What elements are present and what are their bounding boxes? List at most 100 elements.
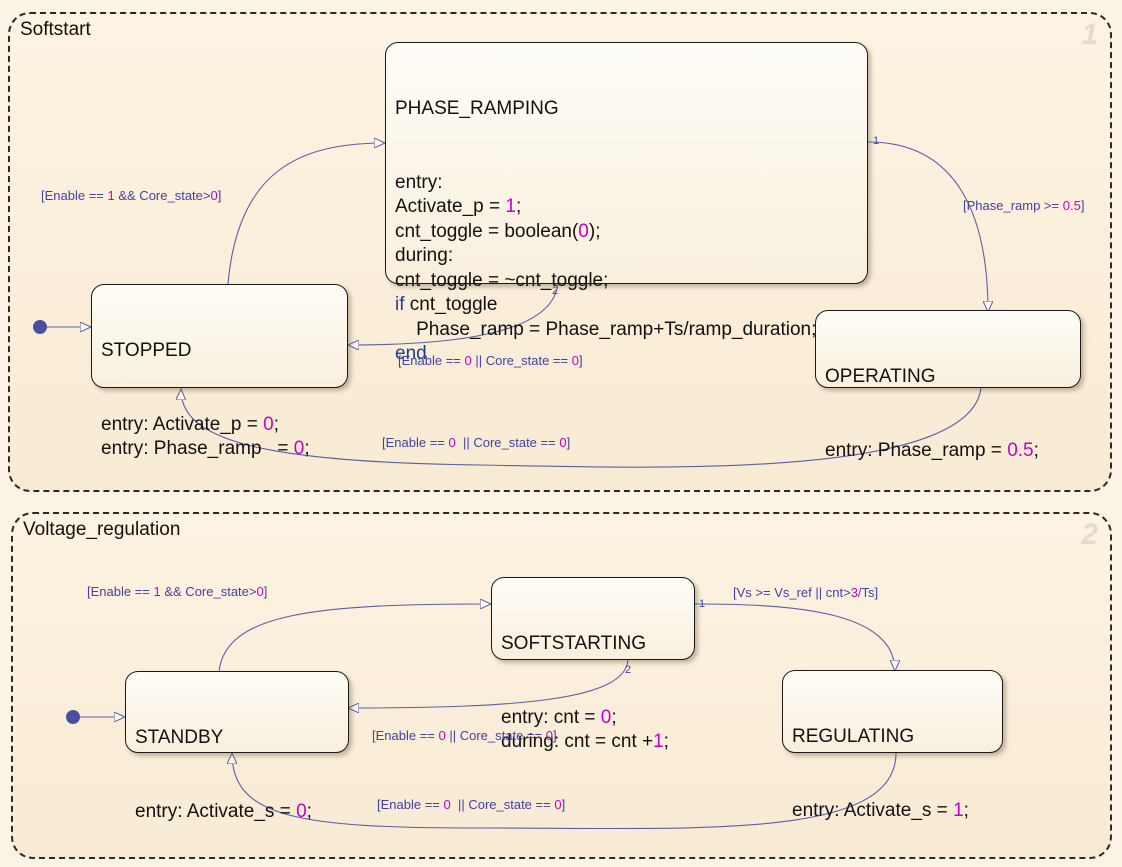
code-text: ]	[566, 435, 571, 450]
transition-label[interactable]: [Enable == 0 || Core_state == 0]	[372, 728, 557, 743]
state-regulating[interactable]: REGULATING entry: Activate_s = 1;	[782, 670, 1003, 821]
action-line: entry: cnt = 0;	[501, 706, 685, 731]
wire-ramping-to-stopped	[348, 281, 559, 345]
code-text: ]	[552, 728, 557, 743]
action-line: end	[395, 342, 858, 367]
code-text: entry: Activate_s =	[135, 800, 297, 822]
code-text: ]	[217, 188, 222, 203]
code-text: ]	[263, 584, 268, 599]
code-text: && Core_state>	[114, 188, 211, 203]
action-line: entry: Activate_s = 1;	[792, 799, 993, 824]
code-text: entry: Phase_ramp =	[101, 438, 294, 459]
transition-label[interactable]: [Vs >= Vs_ref || cnt>3/Ts]	[733, 585, 878, 600]
state-actions: entry: Activate_p = 0;entry: Phase_ramp …	[101, 413, 338, 462]
action-line: entry: Phase_ramp = 0.5;	[825, 439, 1071, 464]
wire-operating-to-stopped	[181, 388, 982, 468]
code-text: [Enable ==	[398, 353, 465, 368]
transition-label[interactable]: [Enable == 0 || Core_state == 0]	[382, 435, 570, 450]
code-text: entry: Activate_s =	[792, 799, 954, 821]
code-text: || Core_state ==	[445, 728, 546, 743]
state-name: STANDBY	[135, 727, 224, 748]
transition-label[interactable]: [Enable == 0 || Core_state == 0]	[377, 797, 565, 812]
state-name: STOPPED	[101, 340, 192, 361]
code-text: ;	[515, 196, 522, 217]
code-text: ;	[611, 706, 617, 728]
code-text: || Core_state ==	[455, 435, 560, 450]
wire-regulating-to-standby	[232, 753, 897, 830]
state-actions: entry: Phase_ramp = 0.5;	[825, 439, 1071, 464]
code-text: entry: cnt =	[501, 706, 601, 728]
numeric-literal: 0	[438, 728, 446, 743]
code-text: [Enable ==	[382, 435, 449, 450]
action-line: entry:	[395, 171, 858, 196]
action-line: Phase_ramp = Phase_ramp+Ts/ramp_duration…	[395, 318, 858, 343]
code-text: entry: Phase_ramp =	[825, 439, 1008, 461]
transition-priority: 2	[552, 285, 559, 297]
numeric-literal: 0	[464, 353, 472, 368]
transition-label[interactable]: [Enable == 0 || Core_state == 0]	[398, 353, 583, 368]
numeric-literal: 0	[545, 728, 553, 743]
state-actions: entry: Activate_s = 0;	[135, 800, 339, 825]
numeric-literal: 0	[554, 797, 562, 812]
code-text: ;	[273, 413, 279, 435]
region-number: 1	[1081, 18, 1098, 51]
numeric-literal: 0	[600, 706, 612, 728]
code-text: ]	[578, 353, 583, 368]
code-text: cnt_toggle	[404, 294, 498, 315]
action-line: cnt_toggle = ~cnt_toggle;	[395, 269, 858, 294]
default-junction-softstart	[33, 320, 47, 334]
transition-priority: 1	[699, 598, 706, 610]
state-name: REGULATING	[792, 726, 915, 747]
code-text: [Phase_ramp >=	[963, 198, 1063, 213]
code-text: ;	[1033, 439, 1039, 461]
code-text: [Enable ==	[41, 188, 108, 203]
code-text: ;	[304, 438, 310, 459]
code-text: entry:	[395, 171, 443, 193]
state-standby[interactable]: STANDBY entry: Activate_s = 0;	[125, 671, 349, 822]
state-actions: entry: cnt = 0;during: cnt = cnt +1;	[501, 706, 685, 755]
numeric-literal: 0	[263, 413, 274, 435]
code-text: [Enable ==	[87, 584, 154, 599]
numeric-literal: 0	[293, 438, 305, 459]
numeric-literal: 0	[256, 584, 264, 599]
state-softstarting[interactable]: SOFTSTARTING entry: cnt = 0;during: cnt …	[491, 577, 695, 752]
numeric-literal: 1	[953, 799, 964, 821]
numeric-literal: 0	[443, 797, 451, 812]
numeric-literal: 0	[578, 220, 589, 242]
code-text: entry: Activate_p =	[101, 413, 264, 435]
action-line: during:	[395, 244, 858, 269]
action-line: Activate_p = 1;	[395, 195, 858, 220]
transition-label[interactable]: [Phase_ramp >= 0.5]	[963, 198, 1084, 213]
transition-label[interactable]: [Enable == 1 && Core_state>0]	[87, 584, 267, 599]
numeric-literal: 0	[296, 800, 307, 822]
wire-ramping-to-operating	[867, 141, 988, 312]
keyword: if	[395, 294, 405, 315]
state-name: PHASE_RAMPING	[395, 98, 559, 119]
code-text: [Vs >= Vs_ref || cnt>	[733, 585, 851, 600]
numeric-literal: 0.5	[1062, 198, 1081, 213]
code-text: ;	[963, 799, 969, 821]
code-text: ]	[561, 797, 566, 812]
state-phase-ramping[interactable]: PHASE_RAMPING entry:Activate_p = 1;cnt_t…	[385, 42, 868, 364]
numeric-literal: 0	[571, 353, 579, 368]
code-text: [Enable ==	[377, 797, 444, 812]
transition-label[interactable]: [Enable == 1 && Core_state>0]	[41, 188, 221, 203]
keyword: end	[395, 343, 427, 364]
action-line: entry: Activate_p = 0;	[101, 413, 338, 438]
state-stopped[interactable]: STOPPED entry: Activate_p = 0;entry: Pha…	[91, 284, 348, 459]
state-operating[interactable]: OPERATING entry: Phase_ramp = 0.5;	[815, 310, 1081, 461]
action-line: during: cnt = cnt +1;	[501, 730, 685, 755]
numeric-literal: 1	[505, 196, 516, 217]
action-line: cnt_toggle = boolean(0);	[395, 220, 858, 245]
state-actions: entry:Activate_p = 1;cnt_toggle = boolea…	[395, 171, 858, 367]
wire-standby-to-softstarting	[218, 604, 491, 673]
state-actions: entry: Activate_s = 1;	[792, 799, 993, 824]
numeric-literal: 1	[653, 731, 664, 752]
code-text: Phase_ramp = Phase_ramp+Ts/ramp_duration…	[395, 318, 817, 340]
numeric-literal: 0	[210, 188, 218, 203]
numeric-literal: 0.5	[1007, 439, 1034, 461]
region-number: 2	[1081, 518, 1098, 551]
numeric-literal: 3	[850, 585, 858, 600]
wire-softstarting-to-regulating	[693, 603, 895, 671]
